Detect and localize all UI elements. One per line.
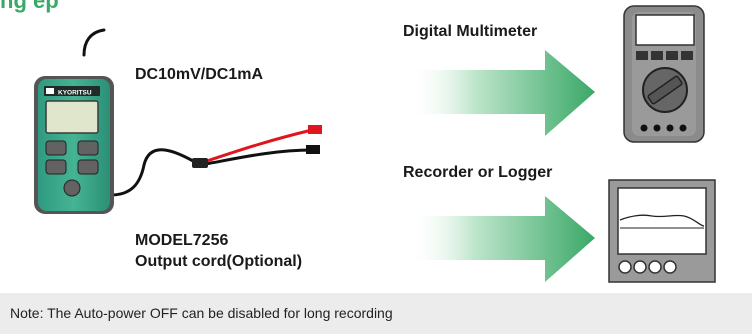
multimeter-display [635,14,695,46]
multimeter-jack-1 [640,124,648,132]
note-bar: Note: The Auto-power OFF can be disabled… [0,293,752,334]
arrow-to-multimeter [408,50,595,136]
recorder-knob-2 [633,260,647,274]
multimeter-jack-2 [653,124,661,132]
arrow-to-recorder [408,196,595,282]
recorder-chart-screen [617,187,707,255]
model-label: MODEL7256 [135,232,229,249]
target-label-recorder: Recorder or Logger [403,164,553,181]
recorder-knob-1 [618,260,632,274]
digital-multimeter-icon [623,5,705,143]
output-cord-black [106,148,314,197]
kyoritsu-logo: KYORITSU [58,90,92,97]
device-key-4 [77,159,99,175]
target-label-multimeter: Digital Multimeter [403,23,538,40]
kyoritsu-logo-mark [46,88,54,94]
cord-splitter [192,158,208,168]
recorder-knob-3 [648,260,662,274]
note-text: Note: The Auto-power OFF can be disabled… [10,305,393,321]
multimeter-jack-3 [666,124,674,132]
output-signal-label: DC10mV/DC1mA [135,66,264,83]
device-key-3 [45,159,67,175]
recorder-trace [619,214,705,227]
output-cord-red [202,128,314,164]
section-heading: ng ep [0,0,59,13]
kyoritsu-device [34,76,114,214]
red-plug [308,125,322,134]
device-key-2 [77,140,99,156]
multimeter-jack-4 [679,124,687,132]
sensor-cable [82,28,106,57]
black-plug [306,145,320,154]
device-lcd [45,100,99,134]
device-power-button [63,179,81,197]
brand-plate [44,86,100,96]
recorder-logger-icon [608,179,716,283]
recorder-knob-4 [663,260,677,274]
device-key-1 [45,140,67,156]
accessory-label: Output cord(Optional) [135,253,303,270]
